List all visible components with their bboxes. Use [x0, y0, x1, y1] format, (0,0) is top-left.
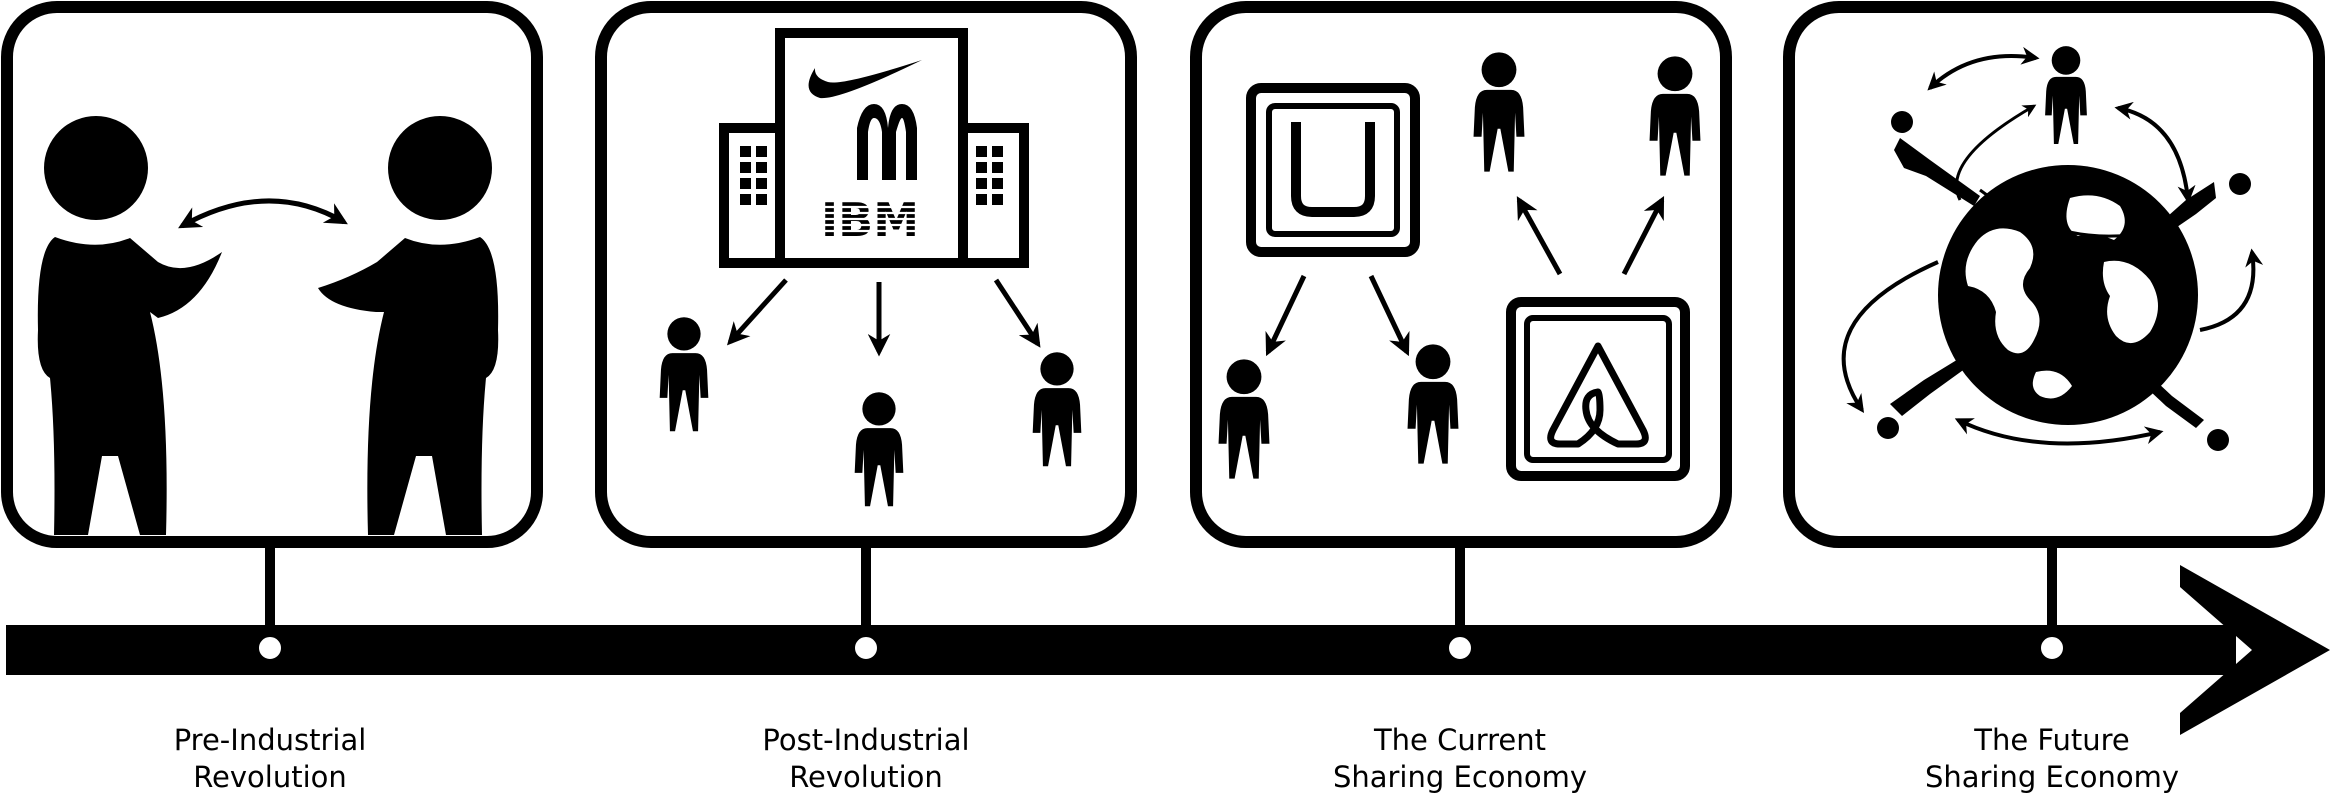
stage-4-label-line-2: Sharing Economy	[1924, 760, 2180, 794]
stage-3-panel	[1190, 1, 1732, 665]
stage-1-label-line-1: Pre-Industrial	[173, 723, 367, 757]
timeline-bar	[6, 625, 2236, 675]
double-arrow-icon	[178, 198, 348, 229]
stage-1-label: Pre-Industrial Revolution	[60, 722, 480, 796]
globe-icon	[1938, 165, 2198, 425]
person-icon	[2150, 182, 2216, 240]
person-icon	[1894, 138, 1980, 206]
double-arrow-icon	[2114, 101, 2196, 204]
swoosh-logo-icon	[808, 60, 922, 99]
double-arrow-icon	[1927, 46, 2040, 91]
stage-3-label-line-2: Sharing Economy	[1332, 760, 1588, 794]
home-sharing-logo-icon	[1506, 297, 1690, 481]
person-icon	[318, 116, 499, 535]
stage-2-marker	[849, 631, 883, 665]
double-arrow-icon	[1955, 104, 2037, 201]
stage-2-label: Post-Industrial Revolution	[656, 722, 1076, 796]
person-icon	[2229, 173, 2251, 195]
arrow-icon	[726, 278, 788, 346]
person-icon	[1891, 111, 1913, 133]
ride-app-logo-icon	[1246, 83, 1420, 257]
corporate-building-icon: IBM	[719, 28, 1029, 268]
person-icon	[1890, 358, 1966, 416]
arrow-icon	[1265, 274, 1307, 357]
arches-logo-icon	[857, 104, 917, 180]
arrow-icon	[1621, 195, 1665, 276]
stage-1-panel	[1, 1, 543, 665]
arrow-icon	[1368, 274, 1410, 357]
stage-1-label-line-2: Revolution	[193, 760, 347, 794]
stage-1-marker	[253, 631, 287, 665]
double-arrow-icon	[2199, 248, 2264, 332]
arrow-icon	[993, 278, 1041, 348]
arrow-icon	[1516, 196, 1563, 276]
stage-4-label: The Future Sharing Economy	[1842, 722, 2262, 796]
timeline-arrow	[6, 565, 2330, 735]
timeline-arrowhead	[2180, 565, 2330, 735]
stage-2-label-line-2: Revolution	[789, 760, 943, 794]
stage-3-label: The Current Sharing Economy	[1250, 722, 1670, 796]
stage-3-marker	[1443, 631, 1477, 665]
stage-4-marker	[2035, 631, 2069, 665]
stage-4-label-line-1: The Future	[1974, 723, 2130, 757]
person-icon	[1877, 417, 1899, 439]
double-arrow-icon	[1979, 188, 2151, 238]
stage-4-panel	[1783, 1, 2325, 665]
person-icon	[2132, 366, 2204, 428]
person-icon	[2207, 429, 2229, 451]
stage-3-label-line-1: The Current	[1373, 723, 1547, 757]
stage-2-label-line-1: Post-Industrial	[762, 723, 970, 757]
stage-2-panel: IBM	[595, 1, 1137, 665]
double-arrow-icon	[1841, 260, 1939, 413]
person-icon	[37, 116, 222, 535]
double-arrow-icon	[1954, 418, 2164, 446]
